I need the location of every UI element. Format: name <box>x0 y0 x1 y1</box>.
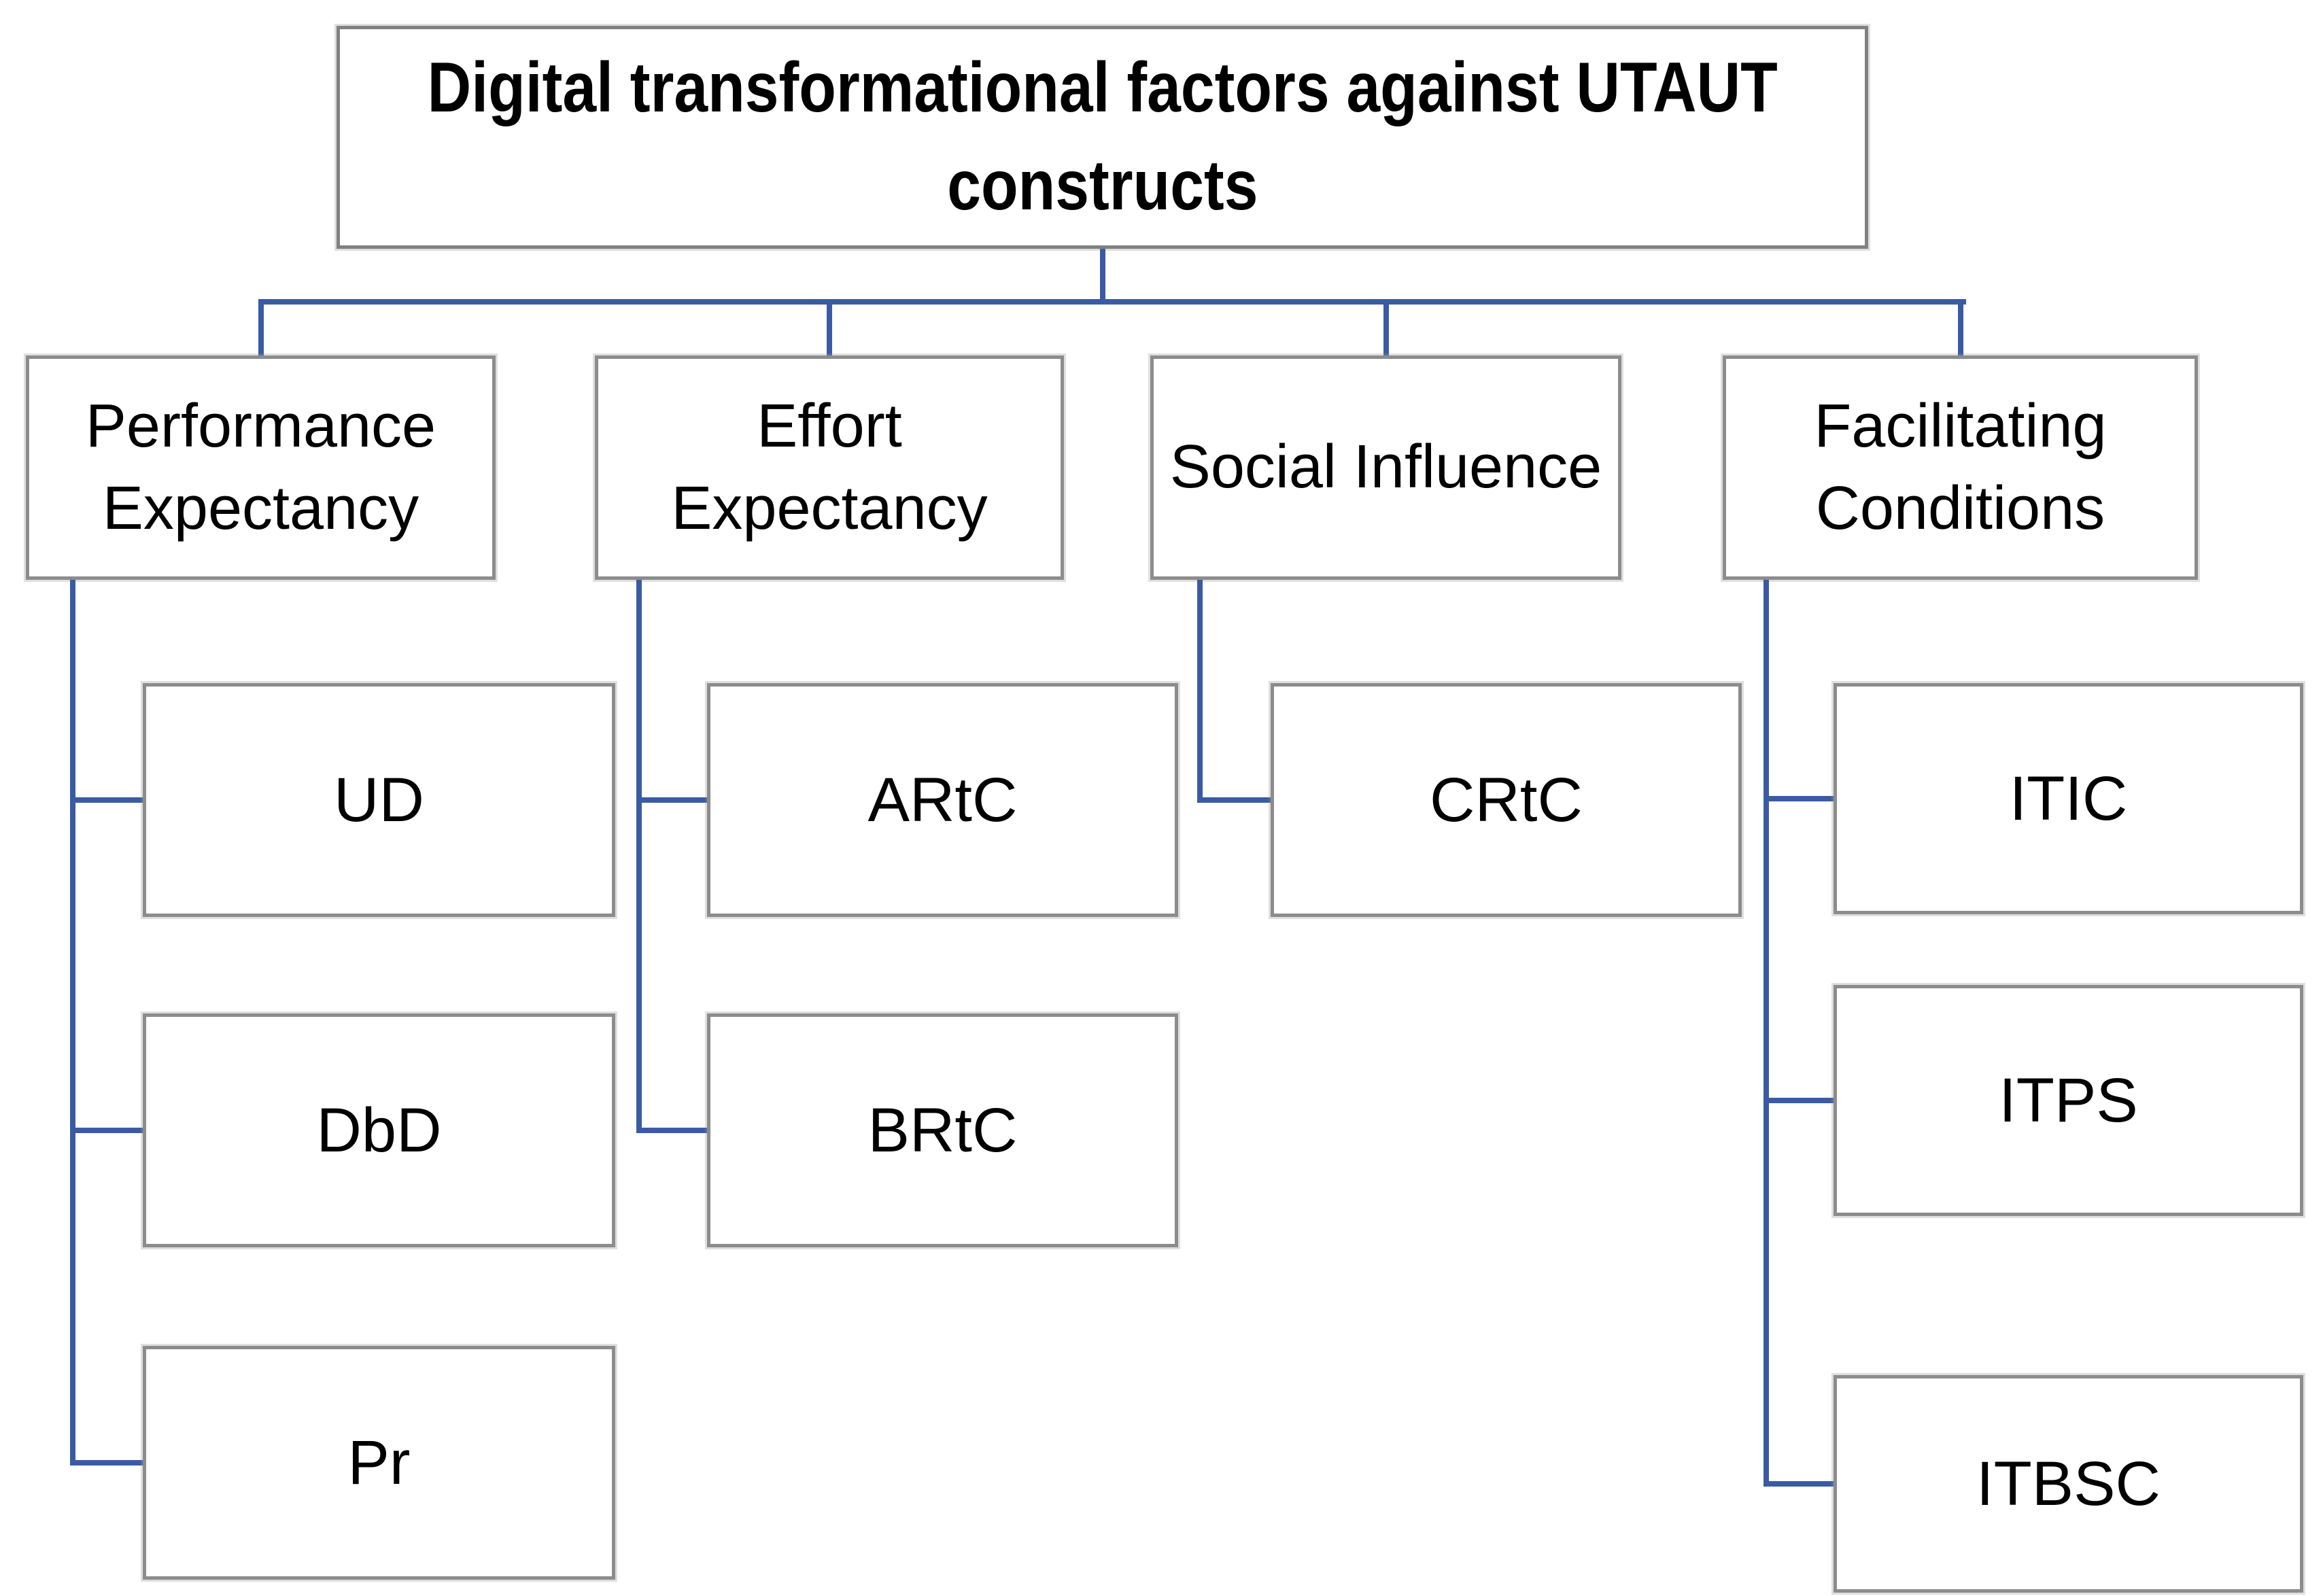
connector-elbow-itic <box>1763 796 1834 801</box>
connector-spine-facilitating <box>1763 580 1769 1487</box>
child-box-dbd: DbD <box>143 1013 615 1247</box>
connector-stub-social <box>1383 303 1389 355</box>
connector-elbow-crtc <box>1197 797 1271 803</box>
connector-spine-social <box>1197 580 1203 803</box>
branch-box-facilitating-conditions: Facilitating Conditions <box>1723 355 2198 580</box>
branch-label-social-influence: Social Influence <box>1169 433 1602 502</box>
child-box-artc: ARtC <box>707 683 1178 917</box>
connector-elbow-ud <box>70 797 143 803</box>
connector-spine-performance <box>70 580 75 1465</box>
child-box-itic: ITIC <box>1834 683 2303 914</box>
connector-elbow-pr <box>70 1460 143 1465</box>
child-label-itbsc: ITBSC <box>1976 1448 2161 1519</box>
child-label-itic: ITIC <box>2009 763 2128 833</box>
connector-elbow-artc <box>636 797 707 803</box>
connector-stub-facilitating <box>1958 303 1963 355</box>
title-line-1: Digital transformational factors against… <box>427 48 1778 128</box>
child-label-brtc: BRtC <box>867 1095 1018 1165</box>
child-label-pr: Pr <box>347 1427 411 1497</box>
connector-elbow-itps <box>1763 1098 1834 1103</box>
connector-elbow-brtc <box>636 1128 707 1133</box>
child-label-itps: ITPS <box>1999 1065 2138 1135</box>
connector-title-stem <box>1100 249 1105 302</box>
child-label-crtc: CRtC <box>1430 765 1583 835</box>
connector-elbow-dbd <box>70 1128 143 1133</box>
branch-label-performance-expectancy: Performance Expectancy <box>85 392 436 543</box>
connector-stub-effort <box>827 303 832 355</box>
child-box-itbsc: ITBSC <box>1834 1375 2303 1593</box>
title-line-2: constructs <box>946 146 1258 225</box>
child-box-pr: Pr <box>143 1346 615 1580</box>
title-box: Digital transformational factors against… <box>337 26 1868 249</box>
child-box-ud: UD <box>143 683 615 917</box>
child-box-brtc: BRtC <box>707 1013 1178 1247</box>
branch-box-social-influence: Social Influence <box>1150 355 1621 580</box>
branch-label-effort-expectancy: Effort Expectancy <box>671 392 988 543</box>
child-box-itps: ITPS <box>1834 985 2303 1216</box>
connector-stub-performance <box>258 303 264 355</box>
connector-main-horizontal <box>258 299 1966 305</box>
connector-elbow-itbsc <box>1763 1481 1834 1487</box>
branch-box-effort-expectancy: Effort Expectancy <box>595 355 1064 580</box>
child-label-ud: UD <box>334 765 424 835</box>
connector-spine-effort <box>636 580 642 1133</box>
child-label-dbd: DbD <box>316 1095 442 1165</box>
branch-label-facilitating-conditions: Facilitating Conditions <box>1814 392 2107 543</box>
child-box-crtc: CRtC <box>1271 683 1742 917</box>
branch-box-performance-expectancy: Performance Expectancy <box>26 355 496 580</box>
child-label-artc: ARtC <box>867 765 1018 835</box>
